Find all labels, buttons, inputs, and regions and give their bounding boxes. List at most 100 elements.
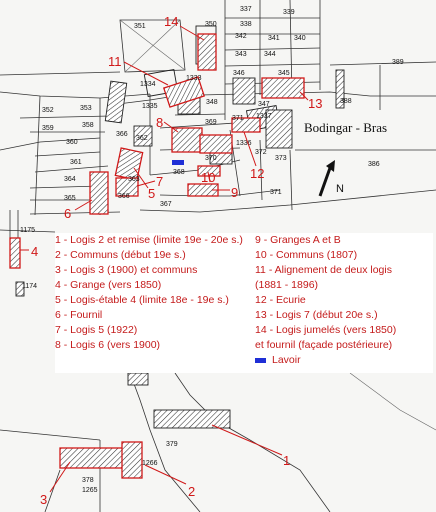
buildings-highlighted xyxy=(9,33,305,479)
callout-3: 3 xyxy=(40,492,47,507)
parcel-366-north: 366 xyxy=(116,131,128,138)
parcel-1175: 1175 xyxy=(20,227,35,234)
callout-numbers: 1 2 3 4 5 6 7 8 9 10 11 12 13 14 xyxy=(31,14,322,507)
legend-item-13: 13 - Logis 7 (début 20e s.) xyxy=(255,309,378,321)
parcel-352: 352 xyxy=(42,107,54,114)
callout-5: 5 xyxy=(148,186,155,201)
parcel-344: 344 xyxy=(264,51,276,58)
parcel-366-south: 366 xyxy=(118,193,130,200)
legend-item-2: 2 - Communs (début 19e s.) xyxy=(55,249,186,261)
legend-item-14: 14 - Logis jumelés (vers 1850) xyxy=(255,324,397,336)
parcel-339: 339 xyxy=(283,9,295,16)
parcel-343: 343 xyxy=(235,51,247,58)
parcel-1335: 1335 xyxy=(142,103,158,110)
parcel-358: 358 xyxy=(82,122,94,129)
legend-item-5: 5 - Logis-étable 4 (limite 18e - 19e s.) xyxy=(55,294,229,306)
legend-item-1: 1 - Logis 2 et remise (limite 19e - 20e … xyxy=(55,234,243,246)
legend-item-14-continued: et fournil (façade postérieure) xyxy=(255,339,393,351)
north-label: N xyxy=(336,183,344,195)
legend-item-lavoir: Lavoir xyxy=(255,353,433,368)
legend-left-column: 1 - Logis 2 et remise (limite 19e - 20e … xyxy=(55,233,250,353)
parcel-359: 359 xyxy=(42,125,54,132)
callout-7: 7 xyxy=(156,174,163,189)
parcel-378: 378 xyxy=(82,477,94,484)
parcel-373: 373 xyxy=(275,155,287,162)
parcel-372: 372 xyxy=(255,149,267,156)
parcel-389: 389 xyxy=(392,59,404,66)
callout-10: 10 xyxy=(201,170,215,185)
parcel-367: 367 xyxy=(160,201,172,208)
parcel-353: 353 xyxy=(80,105,92,112)
parcel-342: 342 xyxy=(235,33,247,40)
legend-item-12: 12 - Ecurie xyxy=(255,294,306,306)
parcel-351: 351 xyxy=(134,23,146,30)
building-8 xyxy=(171,127,203,153)
parcel-numbers: 351 350 337 338 339 342 341 340 343 344 … xyxy=(20,6,404,494)
building-12 xyxy=(231,117,261,133)
legend-item-8: 8 - Logis 6 (vers 1900) xyxy=(55,339,161,351)
parcel-363: 363 xyxy=(128,176,140,183)
parcel-1333: 1333 xyxy=(186,75,202,82)
legend-item-9: 9 - Granges A et B xyxy=(255,234,341,246)
parcel-371: 371 xyxy=(232,115,244,122)
callout-leaders xyxy=(20,25,309,493)
callout-13: 13 xyxy=(308,96,322,111)
building-11 xyxy=(162,76,206,108)
building-3 xyxy=(59,447,131,469)
legend-item-7: 7 - Logis 5 (1922) xyxy=(55,324,138,336)
building-14 xyxy=(197,33,217,71)
parcel-361: 361 xyxy=(70,159,82,166)
parcel-368: 368 xyxy=(173,169,185,176)
legend-item-6: 6 - Fournil xyxy=(55,309,103,321)
parcel-371-south: 371 xyxy=(270,189,282,196)
legend-item-4: 4 - Grange (vers 1850) xyxy=(55,279,162,291)
parcel-337: 337 xyxy=(240,6,252,13)
legend-item-11-dates: (1881 - 1896) xyxy=(255,279,319,291)
callout-14: 14 xyxy=(164,14,178,29)
legend-right-column: 9 - Granges A et B 10 - Communs (1807) 1… xyxy=(255,233,433,368)
building-6 xyxy=(89,171,109,215)
parcel-1265: 1265 xyxy=(82,487,98,494)
callout-1: 1 xyxy=(283,453,290,468)
parcel-1266: 1266 xyxy=(142,460,158,467)
parcel-379: 379 xyxy=(166,441,178,448)
parcel-350: 350 xyxy=(205,21,217,28)
parcel-370: 370 xyxy=(205,155,217,162)
callout-9: 9 xyxy=(231,185,238,200)
legend-item-10: 10 - Communs (1807) xyxy=(255,249,358,261)
building-7 xyxy=(115,177,139,197)
callout-2: 2 xyxy=(188,484,195,499)
callout-8: 8 xyxy=(156,115,163,130)
building-8b xyxy=(199,134,233,154)
lavoir-swatch xyxy=(255,357,266,363)
parcel-345: 345 xyxy=(278,70,290,77)
legend-item-3: 3 - Logis 3 (1900) et communs xyxy=(55,264,198,276)
lavoir-marker xyxy=(172,160,184,165)
parcel-388: 388 xyxy=(340,98,352,105)
place-name: Bodingar - Bras xyxy=(304,120,387,135)
building-2 xyxy=(121,441,143,479)
legend-lavoir-label: Lavoir xyxy=(272,354,301,366)
parcel-341: 341 xyxy=(268,35,280,42)
parcel-338: 338 xyxy=(240,21,252,28)
parcel-1336: 1336 xyxy=(236,140,252,147)
building-4 xyxy=(9,237,21,269)
parcel-386: 386 xyxy=(368,161,380,168)
legend-item-11: 11 - Alignement de deux logis xyxy=(255,264,392,276)
parcel-347: 347 xyxy=(258,101,270,108)
parcel-362: 362 xyxy=(136,135,148,142)
callout-12: 12 xyxy=(250,166,264,181)
parcel-1337: 1337 xyxy=(256,113,272,120)
parcel-1334: 1334 xyxy=(140,81,156,88)
north-arrow-icon xyxy=(318,160,335,197)
parcel-340: 340 xyxy=(294,35,306,42)
parcel-348: 348 xyxy=(206,99,218,106)
parcel-1174: 1174 xyxy=(22,283,37,290)
parcel-360: 360 xyxy=(66,139,78,146)
buildings-other xyxy=(15,25,345,429)
parcel-365: 365 xyxy=(64,195,76,202)
callout-11: 11 xyxy=(108,54,122,69)
parcel-369: 369 xyxy=(205,119,217,126)
building-13 xyxy=(261,77,305,99)
